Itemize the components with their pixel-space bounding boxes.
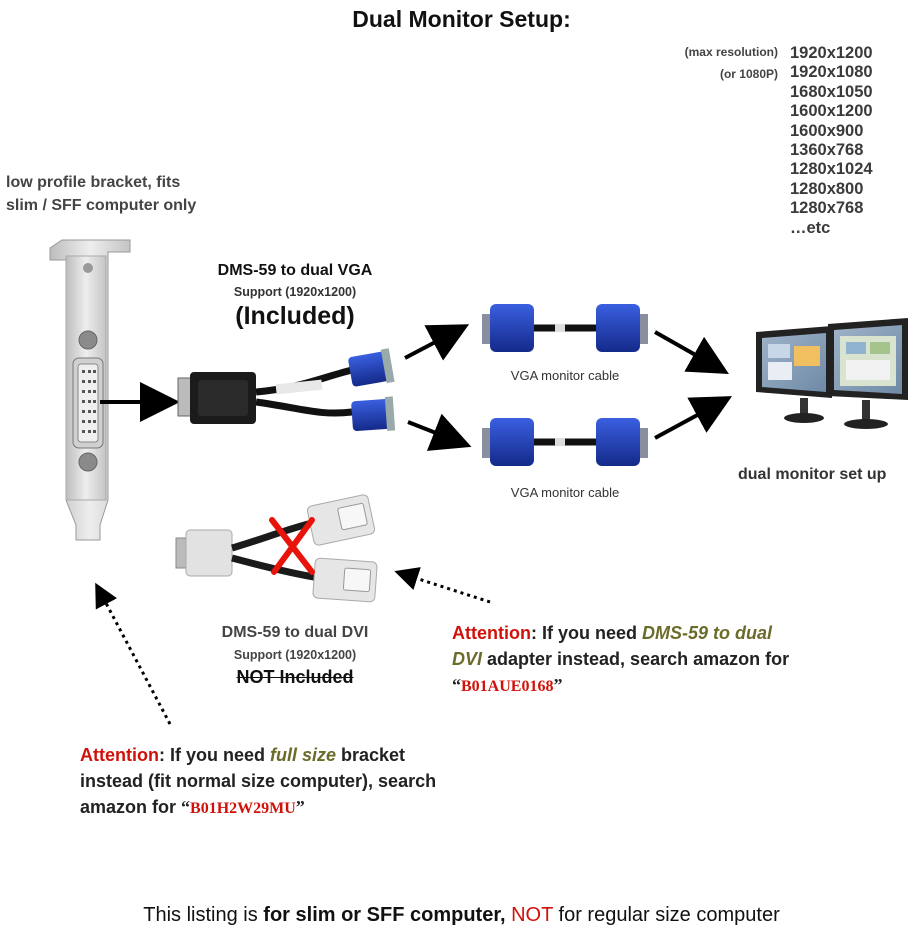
not-included-x-icon: [269, 517, 315, 575]
bracket-caption-line2: slim / SFF computer only: [6, 197, 197, 214]
footer-text1: This listing is: [143, 904, 264, 926]
vga-cable-top-label: VGA monitor cable: [510, 368, 620, 383]
resolution-item: 1680x1050: [790, 82, 873, 101]
bracket-caption-line1: low profile bracket, fits: [6, 174, 181, 191]
footer-red: NOT: [511, 904, 553, 926]
dvi-adapter-title: DMS-59 to dual DVI: [221, 624, 369, 641]
resolution-item: 1280x768: [790, 199, 864, 218]
resolution-item: 1280x800: [790, 179, 864, 198]
footer-text2: for regular size computer: [552, 904, 780, 926]
footer-note: This listing is for slim or SFF computer…: [0, 904, 923, 927]
dms59-vga-adapter-image: [177, 348, 396, 432]
attention-dvi-prefix: Attention: [452, 623, 531, 643]
attention-dvi-highlight2: DVI: [452, 649, 483, 669]
arrow-to-top-cable: [404, 324, 470, 361]
resolution-item: 1600x1200: [790, 102, 873, 121]
vga-cable-bottom-label: VGA monitor cable: [510, 485, 620, 500]
arrow-bottom-cable-to-monitors: [654, 396, 733, 440]
dual-monitors-image: [756, 318, 908, 429]
vga-cable-top-image: [482, 304, 648, 352]
attention-dvi-quote-open: “: [452, 675, 461, 695]
attention-bracket-quote-close: ”: [295, 797, 305, 817]
arrow-top-cable-to-monitors: [654, 330, 729, 374]
resolution-item: 1280x1024: [790, 160, 873, 179]
resolution-list: 1920x1200 1920x1080 1680x1050 1600x1200 …: [790, 44, 873, 238]
vga-adapter-caption: DMS-59 to dual VGA Support (1920x1200) (…: [160, 262, 430, 331]
dotted-arrow-to-dvi-adapter: [394, 567, 491, 604]
attention-dvi-text2: adapter instead, search amazon for: [482, 649, 790, 669]
attention-bracket-code: B01H2W29MU: [190, 800, 296, 817]
resolution-item: 1360x768: [790, 141, 864, 160]
attention-dvi-highlight1: DMS-59 to dual: [642, 623, 773, 643]
dvi-adapter-support: Support (1920x1200): [233, 648, 357, 662]
dms59-dvi-adapter-image: [175, 494, 378, 603]
dvi-adapter-caption: DMS-59 to dual DVI Support (1920x1200) N…: [180, 624, 410, 688]
alt-resolution-note: (or 1080P): [719, 67, 778, 81]
resolution-item: …etc: [790, 218, 831, 237]
attention-dvi-code: B01AUE0168: [461, 678, 554, 695]
vga-adapter-support: Support (1920x1200): [233, 285, 357, 299]
bracket-caption: low profile bracket, fits slim / SFF com…: [6, 171, 196, 217]
dual-monitor-label: dual monitor set up: [738, 466, 887, 483]
resolution-item: 1600x900: [790, 121, 864, 140]
resolution-item: 1920x1080: [790, 63, 873, 82]
attention-dvi-note: Attention: If you need DMS-59 to dual DV…: [452, 620, 892, 700]
attention-bracket-prefix: Attention: [80, 745, 159, 765]
attention-bracket-text1: : If you need: [158, 745, 270, 765]
attention-bracket-line2: instead (fit normal size computer), sear…: [80, 771, 437, 791]
arrow-to-bottom-cable: [407, 413, 472, 451]
vga-adapter-title: DMS-59 to dual VGA: [217, 262, 373, 279]
page-title: Dual Monitor Setup:: [352, 6, 571, 32]
attention-bracket-note: Attention: If you need full size bracket…: [80, 742, 540, 822]
dotted-arrow-to-bracket: [95, 582, 172, 725]
attention-bracket-quote-open: “: [181, 797, 191, 817]
vga-cable-bottom-image: [482, 418, 648, 466]
footer-bold: for slim or SFF computer,: [263, 904, 512, 926]
attention-bracket-highlight: full size: [270, 745, 337, 765]
resolution-item: 1920x1200: [790, 44, 873, 62]
vga-adapter-included: (Included): [235, 302, 355, 330]
attention-bracket-line3-prefix: amazon for: [80, 797, 182, 817]
attention-bracket-text2: bracket: [336, 745, 406, 765]
attention-dvi-quote-close: ”: [553, 675, 563, 695]
max-resolution-note: (max resolution): [684, 45, 778, 59]
low-profile-bracket-image: [49, 239, 131, 541]
dvi-adapter-not-included: NOT Included: [236, 667, 354, 687]
attention-dvi-text1: : If you need: [530, 623, 642, 643]
